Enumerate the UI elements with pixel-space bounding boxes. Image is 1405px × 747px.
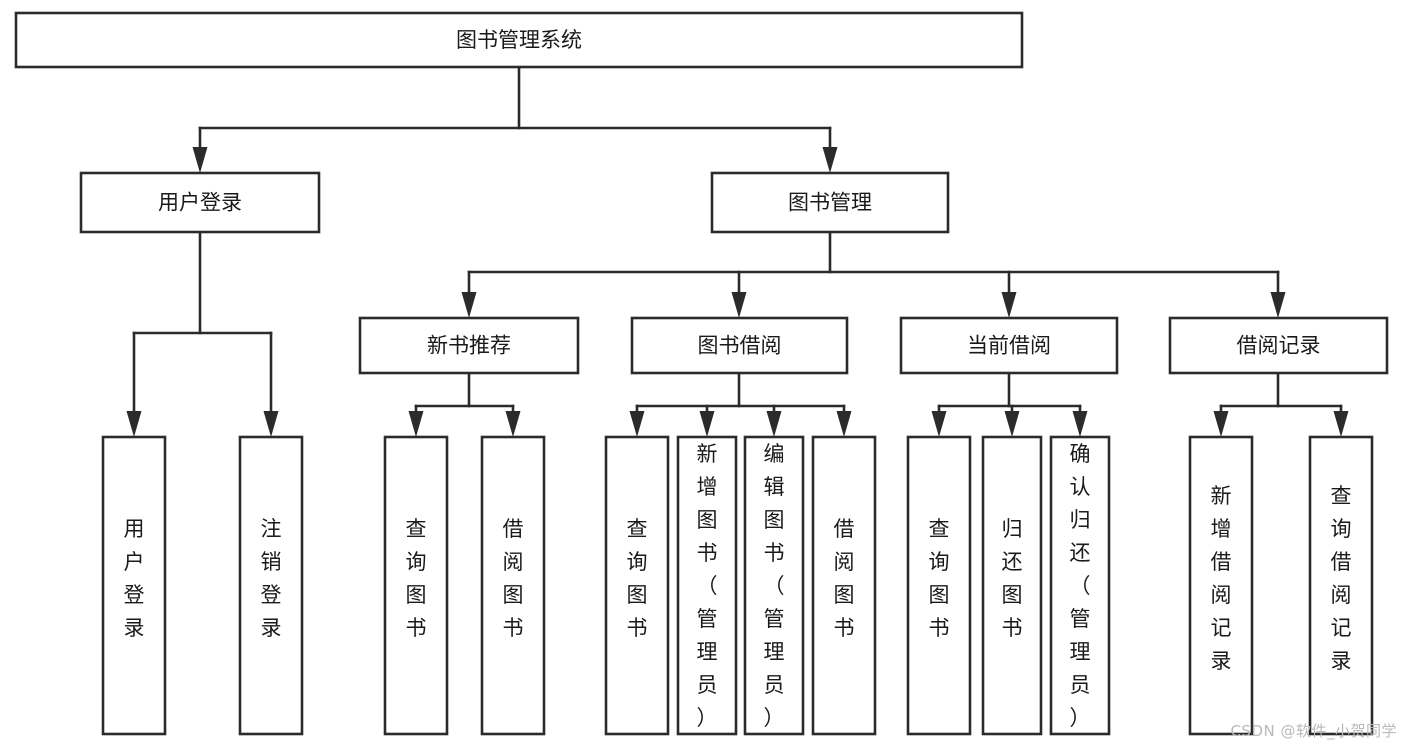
node-label-leaf-query-record: 查询借阅记录 <box>1331 484 1352 673</box>
node-label-leaf-borrow-book-rec: 借阅图书 <box>503 517 524 640</box>
node-boxes: 图书管理系统用户登录图书管理新书推荐图书借阅当前借阅借阅记录用户登录注销登录查询… <box>14 11 1389 736</box>
node-label-new-book-recommend: 新书推荐 <box>427 334 511 358</box>
node-user-login[interactable]: 用户登录 <box>79 171 321 234</box>
node-box-leaf-query-record <box>1308 435 1374 736</box>
node-leaf-borrow-book-rec[interactable]: 借阅图书 <box>480 435 546 736</box>
node-box-leaf-add-book <box>676 435 738 736</box>
node-label-leaf-query-book-borrow: 查询图书 <box>627 517 648 640</box>
node-label-leaf-return-book: 归还图书 <box>1002 517 1023 640</box>
node-box-leaf-confirm-return <box>1049 435 1111 736</box>
connector-bus-current-borrow <box>931 371 1088 437</box>
node-leaf-query-record[interactable]: 查询借阅记录 <box>1308 435 1374 736</box>
connector-bus-user-login <box>126 230 279 437</box>
node-leaf-logout[interactable]: 注销登录 <box>238 435 304 736</box>
node-leaf-confirm-return[interactable]: 确认归还（管理员） <box>1049 435 1111 736</box>
connector-bus-root <box>192 65 838 173</box>
connector-edges <box>126 65 1349 437</box>
node-box-leaf-return-book <box>981 435 1043 736</box>
node-box-book-borrow <box>630 316 849 375</box>
node-label-book-borrow: 图书借阅 <box>698 334 782 358</box>
node-label-leaf-confirm-return: 确认归还（管理员） <box>1070 442 1091 730</box>
node-box-current-borrow <box>899 316 1119 375</box>
node-borrow-record[interactable]: 借阅记录 <box>1168 316 1389 375</box>
node-root[interactable]: 图书管理系统 <box>14 11 1024 69</box>
node-label-leaf-borrow-book: 借阅图书 <box>834 517 855 640</box>
connector-bus-new-book-recommend <box>408 371 521 437</box>
node-label-leaf-edit-book: 编辑图书（管理员） <box>764 442 785 730</box>
node-leaf-add-book[interactable]: 新增图书（管理员） <box>676 435 738 736</box>
node-book-manage[interactable]: 图书管理 <box>710 171 950 234</box>
node-box-root <box>14 11 1024 69</box>
node-box-leaf-borrow-book-rec <box>480 435 546 736</box>
node-leaf-add-record[interactable]: 新增借阅记录 <box>1188 435 1254 736</box>
node-leaf-user-login[interactable]: 用户登录 <box>101 435 167 736</box>
node-current-borrow[interactable]: 当前借阅 <box>899 316 1119 375</box>
node-book-borrow[interactable]: 图书借阅 <box>630 316 849 375</box>
node-label-leaf-logout: 注销登录 <box>261 517 282 640</box>
node-box-new-book-recommend <box>358 316 580 375</box>
node-box-borrow-record <box>1168 316 1389 375</box>
node-leaf-query-book-rec[interactable]: 查询图书 <box>383 435 449 736</box>
node-label-root: 图书管理系统 <box>456 28 582 52</box>
node-label-leaf-query-book-cur: 查询图书 <box>929 517 950 640</box>
node-leaf-borrow-book[interactable]: 借阅图书 <box>811 435 877 736</box>
node-leaf-edit-book[interactable]: 编辑图书（管理员） <box>743 435 805 736</box>
connector-bus-book-borrow <box>629 371 852 437</box>
node-label-leaf-add-book: 新增图书（管理员） <box>697 442 718 730</box>
node-box-leaf-logout <box>238 435 304 736</box>
node-new-book-recommend[interactable]: 新书推荐 <box>358 316 580 375</box>
node-label-leaf-user-login: 用户登录 <box>124 517 145 640</box>
node-label-leaf-query-book-rec: 查询图书 <box>406 517 427 640</box>
node-leaf-return-book[interactable]: 归还图书 <box>981 435 1043 736</box>
node-leaf-query-book-borrow[interactable]: 查询图书 <box>604 435 670 736</box>
node-box-leaf-add-record <box>1188 435 1254 736</box>
node-label-book-manage: 图书管理 <box>788 191 872 215</box>
node-box-leaf-user-login <box>101 435 167 736</box>
node-box-leaf-query-book-cur <box>906 435 972 736</box>
node-box-user-login <box>79 171 321 234</box>
node-box-leaf-edit-book <box>743 435 805 736</box>
node-label-borrow-record: 借阅记录 <box>1237 334 1321 358</box>
node-box-leaf-query-book-rec <box>383 435 449 736</box>
node-label-current-borrow: 当前借阅 <box>967 334 1051 358</box>
connector-bus-book-manage <box>461 230 1286 318</box>
node-box-book-manage <box>710 171 950 234</box>
node-box-leaf-query-book-borrow <box>604 435 670 736</box>
connector-bus-borrow-record <box>1213 371 1349 437</box>
node-label-user-login: 用户登录 <box>158 191 242 215</box>
node-label-leaf-add-record: 新增借阅记录 <box>1211 484 1232 673</box>
watermark-credit: CSDN @软件_小贺同学 <box>1230 722 1397 740</box>
node-box-leaf-borrow-book <box>811 435 877 736</box>
node-leaf-query-book-cur[interactable]: 查询图书 <box>906 435 972 736</box>
